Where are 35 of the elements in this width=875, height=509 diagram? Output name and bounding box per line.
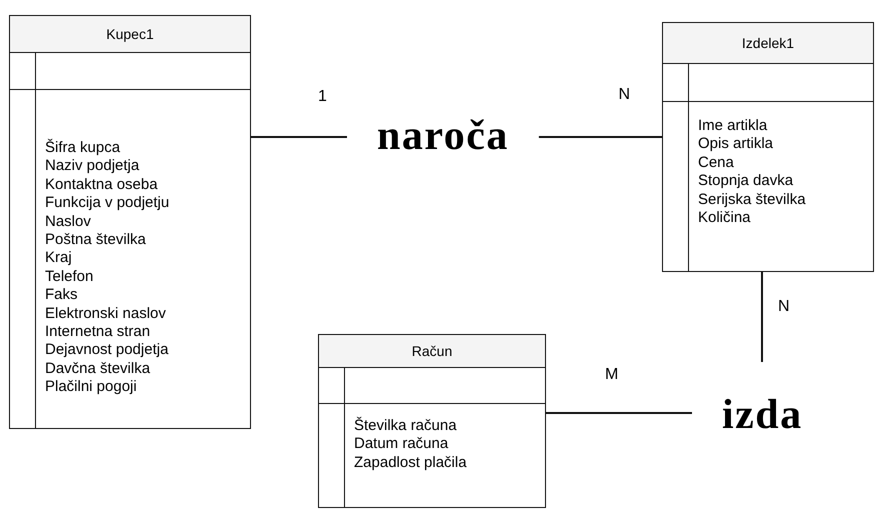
connector-line (546, 412, 692, 414)
attribute-name: Ime artikla (698, 117, 768, 136)
relationship-name: izda (722, 392, 803, 438)
attribute-name: Količina (698, 209, 751, 228)
attribute-name: Internetna stran (45, 323, 150, 342)
entity-name: Izdelek1 (742, 35, 794, 51)
attribute-name: Stopnja davka (698, 172, 794, 191)
entity-table (662, 22, 874, 272)
attribute-name: Kontaktna oseba (45, 176, 158, 194)
attribute-name: Funkcija v podjetju (45, 194, 170, 213)
relationship-name: naroča (377, 113, 509, 159)
attribute-name: Faks (45, 286, 78, 305)
attribute-name: Telefon (45, 268, 94, 286)
connector-line (251, 136, 347, 138)
attribute-name: Serijska številka (698, 190, 806, 209)
entity-table (318, 334, 546, 508)
connector-line (538, 136, 662, 138)
attribute-name: Šifra kupca (45, 139, 120, 158)
attribute-name: Plačilni pogoji (45, 378, 137, 397)
entity-name: Kupec1 (106, 26, 154, 42)
entity-name: Račun (412, 343, 452, 359)
attribute-name: Številka računa (354, 417, 457, 436)
attribute-name: Davčna številka (45, 360, 150, 378)
attribute-name: Opis artikla (698, 135, 774, 154)
attribute-name: Elektronski naslov (45, 304, 166, 323)
attribute-name: Kraj (45, 249, 72, 268)
attribute-name: Poštna številka (45, 231, 146, 250)
attribute-name: Naslov (45, 212, 91, 231)
attribute-name: Cena (698, 154, 734, 172)
entity-table (9, 15, 251, 429)
connector-line (761, 272, 763, 362)
attribute-name: Naziv podjetja (45, 157, 140, 176)
attribute-name: Datum računa (354, 435, 448, 454)
attribute-name: Zapadlost plačila (354, 454, 467, 472)
attribute-name: Dejavnost podjetja (45, 341, 168, 360)
